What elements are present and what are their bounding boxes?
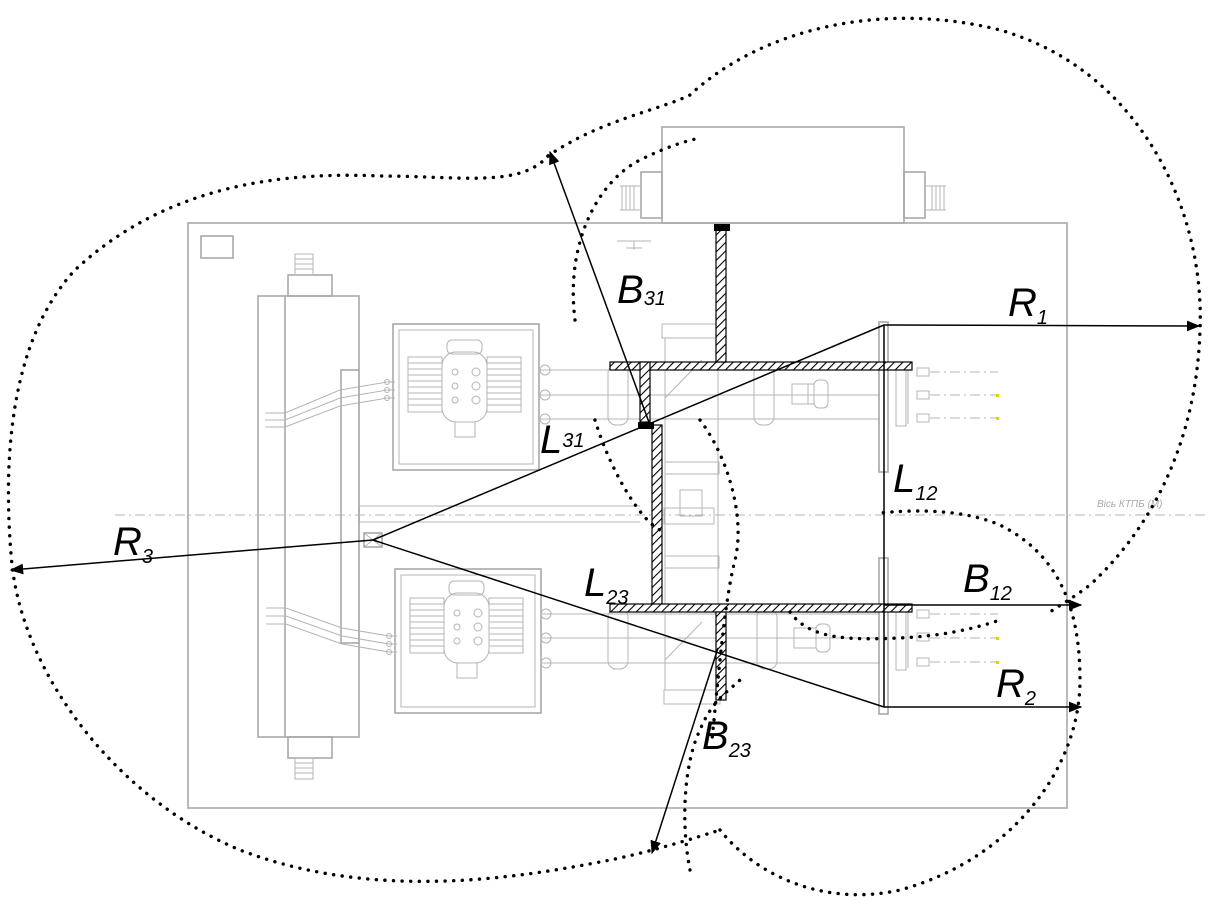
zone-boundary-r1: [546, 16, 1202, 614]
equipment-layout: Вісь КТПБ (М): [115, 126, 1208, 809]
zone-boundary-r3: [6, 154, 722, 884]
label-l12: L12: [893, 457, 938, 505]
label-r2: R2: [996, 662, 1036, 710]
station-outline: [187, 222, 1068, 809]
l23-line: [372, 539, 885, 708]
bay-bottom-rails: [540, 608, 930, 671]
transformer-1-body: [407, 339, 522, 438]
label-l23: L23: [584, 561, 629, 609]
label-b12: B12: [963, 557, 1012, 605]
zone-inner-12: [788, 610, 1002, 641]
label-l31: L31: [540, 418, 585, 462]
label-r3: R3: [113, 520, 153, 568]
zone-inner-mid: [593, 418, 740, 742]
measurement-lines: [9, 150, 1201, 855]
r3-arrow: [9, 539, 374, 575]
annex-bushing-right: [903, 171, 926, 219]
wall-end-cap-top: [714, 224, 730, 231]
transformer-1-frame: [392, 323, 540, 471]
dimension-labels: R1 R2 R3 L12 L23 L31 B12 B23 B31: [113, 268, 1048, 762]
center-switchgear: [661, 323, 721, 705]
annex-bushing-left: [640, 171, 663, 219]
bay-top-rails: [539, 364, 930, 427]
b23-arrow: [650, 647, 719, 855]
b31-arrow: [549, 150, 651, 426]
bus-column-outer: [257, 295, 360, 738]
transformer-2-body: [409, 580, 524, 679]
small-cabinet: [200, 235, 234, 259]
r1-arrow: [883, 320, 1201, 332]
zone-inner-23: [683, 678, 742, 872]
l31-line: [372, 324, 885, 541]
top-annex: [661, 126, 905, 224]
transformer-2-frame: [394, 568, 542, 714]
label-b23: B23: [702, 714, 751, 762]
label-b31: B31: [617, 268, 666, 312]
feeder-end-dots: [996, 394, 999, 664]
protection-zones: [6, 16, 1202, 897]
label-r1: R1: [1008, 281, 1048, 329]
station-axis-label: Вісь КТПБ (М): [1097, 499, 1162, 510]
